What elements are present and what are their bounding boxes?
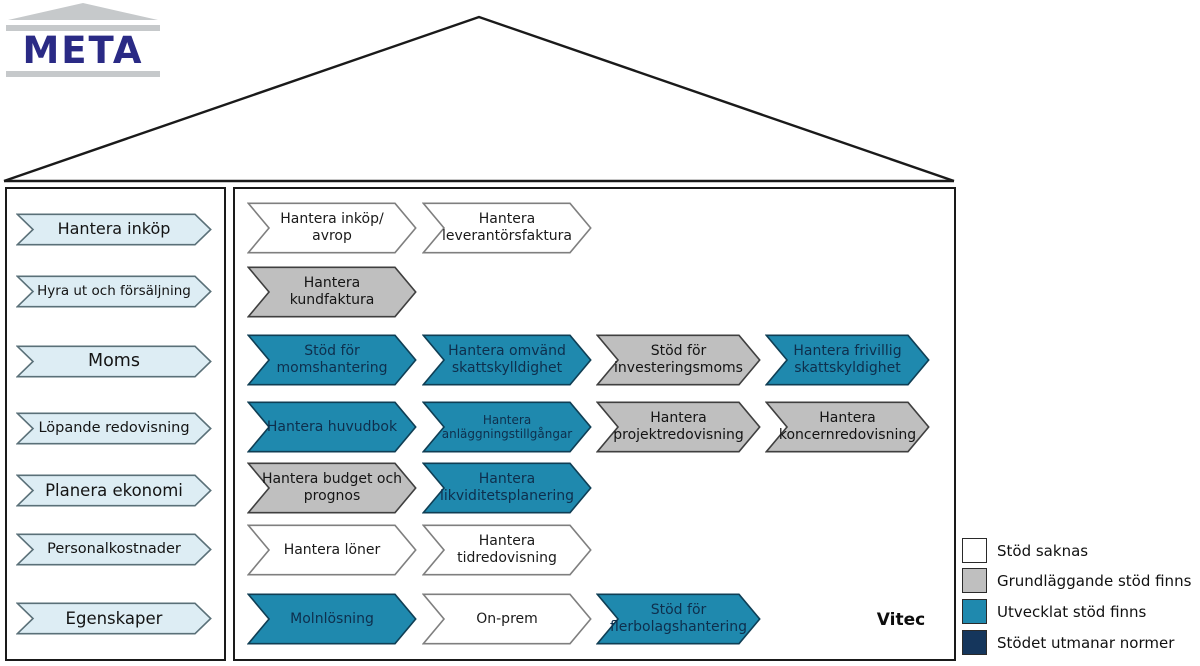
capability-chevron: Hantera koncernredovisning (765, 401, 930, 453)
chevron-label: Egenskaper (65, 608, 163, 628)
chevron-label: Stöd för flerbolagshantering (609, 602, 748, 635)
sidebar-chevron: Löpande redovisning (16, 412, 212, 445)
chevron-label: Hantera inköp/ avrop (280, 211, 384, 244)
chevron-shape (16, 213, 212, 246)
sidebar-chevron: Hantera inköp (16, 213, 212, 246)
capability-chevron: Stöd för flerbolagshantering (596, 593, 761, 645)
chevron-label: Hantera löner (283, 541, 381, 558)
chevron-shape (765, 401, 930, 453)
chevron-shape (422, 462, 592, 514)
capability-chevron: Hantera likviditetsplanering (422, 462, 592, 514)
sidebar-chevron: Personalkostnader (16, 533, 212, 566)
legend-item: Stöd saknas (962, 538, 1088, 563)
chevron-shape (16, 474, 212, 507)
legend-item: Grundläggande stöd finns (962, 568, 1191, 593)
chevron-shape (247, 266, 417, 318)
capability-chevron: Hantera inköp/ avrop (247, 202, 417, 254)
capability-chevron: Hantera kundfaktura (247, 266, 417, 318)
sidebar-chevron: Egenskaper (16, 602, 212, 635)
chevron-shape (422, 202, 592, 254)
chevron-label: Hantera inköp (57, 219, 171, 239)
capability-chevron: Hantera frivillig skattskyldighet (765, 334, 930, 386)
chevron-shape (247, 202, 417, 254)
capability-chevron: Hantera tidredovisning (422, 524, 592, 576)
chevron-shape (247, 334, 417, 386)
capability-chevron: On-prem (422, 593, 592, 645)
chevron-shape (16, 602, 212, 635)
chevron-label: Hantera likviditetsplanering (440, 471, 574, 504)
legend-swatch-norm (962, 630, 987, 655)
chevron-label: Hantera huvudbok (266, 418, 398, 435)
chevron-label: Planera ekonomi (45, 480, 183, 500)
chevron-label: Moms (88, 351, 140, 372)
chevron-label: Stöd för momshantering (276, 343, 388, 376)
chevron-label: Hantera budget och prognos (261, 471, 403, 504)
capability-chevron: Hantera projektredovisning (596, 401, 761, 453)
legend-label: Stöd saknas (997, 541, 1089, 560)
chevron-shape (422, 334, 592, 386)
chevron-label: On-prem (476, 610, 538, 627)
sidebar-chevron: Moms (16, 345, 212, 378)
chevron-shape (422, 401, 592, 453)
chevron-label: Hyra ut och försäljning (37, 282, 191, 299)
chevron-shape (16, 412, 212, 445)
capability-chevron: Hantera löner (247, 524, 417, 576)
chevron-label: Hantera omvänd skattskylldighet (448, 343, 566, 376)
chevron-shape (16, 275, 212, 308)
brand-label: Vitec (876, 610, 926, 630)
legend-item: Stödet utmanar normer (962, 630, 1174, 655)
chevron-label: Hantera anläggningstillgångar (441, 412, 573, 441)
chevron-label: Hantera tidredovisning (457, 533, 557, 566)
chevron-label: Hantera leverantörsfaktura (441, 211, 573, 244)
chevron-shape (596, 334, 761, 386)
chevron-shape (247, 524, 417, 576)
chevron-label: Hantera koncernredovisning (778, 410, 917, 443)
sidebar-chevron: Hyra ut och försäljning (16, 275, 212, 308)
chevron-shape (247, 462, 417, 514)
chevron-shape (16, 345, 212, 378)
chevron-shape (596, 593, 761, 645)
capability-chevron: Stöd för momshantering (247, 334, 417, 386)
chevron-shape (247, 401, 417, 453)
capability-chevron: Molnlösning (247, 593, 417, 645)
chevron-label: Hantera projektredovisning (613, 410, 744, 443)
capability-chevron: Hantera omvänd skattskylldighet (422, 334, 592, 386)
capability-chevron: Hantera budget och prognos (247, 462, 417, 514)
capability-chevron: Stöd för investeringsmoms (596, 334, 761, 386)
chevron-shape (422, 524, 592, 576)
chevron-label: Löpande redovisning (38, 419, 190, 436)
legend-item: Utvecklat stöd finns (962, 599, 1146, 624)
chevron-label: Personalkostnader (47, 540, 181, 557)
chevron-shape (247, 593, 417, 645)
sidebar-chevron: Planera ekonomi (16, 474, 212, 507)
capability-chevron: Hantera leverantörsfaktura (422, 202, 592, 254)
chevron-label: Molnlösning (290, 610, 374, 627)
chevron-label: Hantera kundfaktura (289, 275, 375, 308)
chevron-label: Hantera frivillig skattskyldighet (793, 343, 902, 376)
legend-swatch-basic (962, 568, 987, 593)
chevron-label: Stöd för investeringsmoms (614, 343, 743, 376)
meta-logo-bar-bottom (6, 71, 160, 78)
meta-logo-bar-top (6, 25, 160, 31)
capability-chevron: Hantera anläggningstillgångar (422, 401, 592, 453)
chevron-shape (422, 593, 592, 645)
meta-logo-text: META (22, 29, 144, 72)
chevron-shape (16, 533, 212, 566)
legend-swatch-developed (962, 599, 987, 624)
chevron-shape (596, 401, 761, 453)
meta-logo-pediment-icon (8, 3, 158, 20)
legend-swatch-none (962, 538, 987, 563)
capability-chevron: Hantera huvudbok (247, 401, 417, 453)
legend-label: Grundläggande stöd finns (997, 571, 1192, 590)
meta-logo: META (6, 2, 160, 78)
legend-label: Stödet utmanar normer (997, 633, 1175, 652)
chevron-shape (765, 334, 930, 386)
legend-label: Utvecklat stöd finns (997, 602, 1147, 621)
